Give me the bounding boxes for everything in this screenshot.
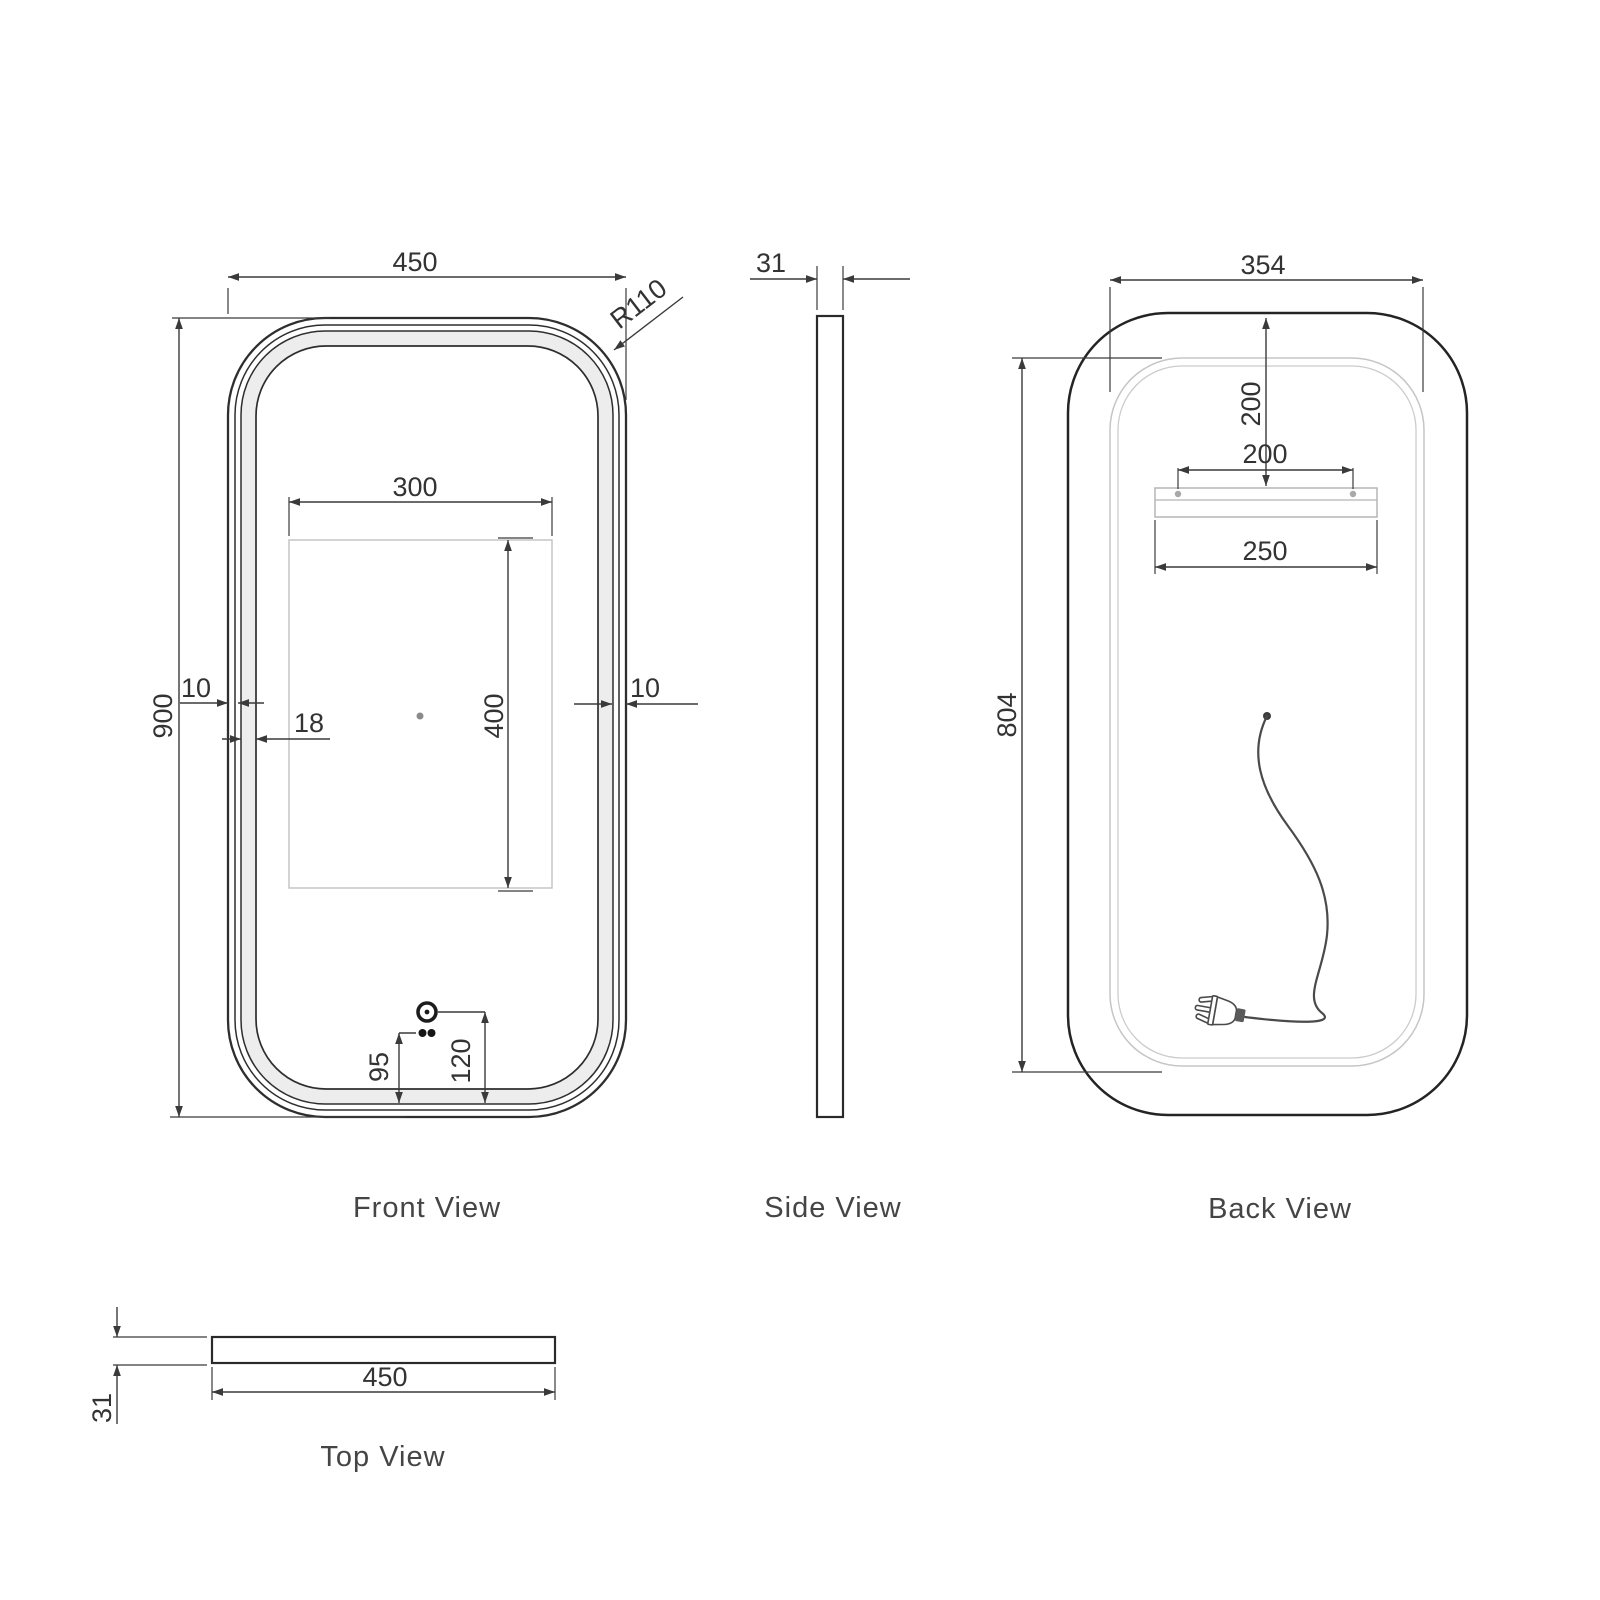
back-width-dimension: 354 <box>1109 250 1424 392</box>
side-profile-outline <box>815 314 845 1119</box>
top-depth-dimension: 31 <box>87 1307 207 1424</box>
dim-sensor-b: 120 <box>446 1038 476 1083</box>
mounting-bracket <box>1154 487 1378 518</box>
dim-front-width: 450 <box>392 247 437 277</box>
side-view-drawing: 31 Side View <box>750 248 910 1224</box>
front-width-dimension: 450 <box>227 247 627 400</box>
dim-top-depth: 31 <box>87 1393 117 1423</box>
front-height-dimension: 900 <box>148 317 405 1118</box>
dim-back-top-offset: 200 <box>1236 381 1266 426</box>
front-frame-right-dimension: 10 <box>574 673 698 708</box>
front-center-mark <box>416 712 424 720</box>
side-view-label: Side View <box>764 1192 901 1224</box>
power-cord <box>1194 712 1329 1026</box>
dim-back-width: 354 <box>1240 250 1285 280</box>
front-sensor-a-dimension: 95 <box>364 1032 416 1103</box>
front-view-label: Front View <box>353 1192 501 1224</box>
front-view-drawing: 450 R110 900 10 18 1 <box>148 247 698 1224</box>
front-frame-line-2 <box>234 324 620 1111</box>
dim-frame-left: 10 <box>181 673 211 703</box>
dim-top-width: 450 <box>362 1362 407 1392</box>
back-view-drawing: 354 200 200 250 804 <box>992 250 1469 1225</box>
back-hole-spacing-dimension: 200 <box>1177 439 1354 489</box>
top-view-drawing: 450 31 Top View <box>87 1307 557 1473</box>
power-plug-icon <box>1194 994 1246 1026</box>
back-bracket-width-dimension: 250 <box>1154 520 1378 574</box>
bracket-hole-left <box>1174 490 1182 498</box>
dim-front-height: 900 <box>148 693 178 738</box>
front-led-width-dimension: 300 <box>288 472 553 536</box>
back-top-offset-dimension: 200 <box>1236 318 1270 486</box>
dim-side-depth: 31 <box>756 248 786 278</box>
back-view-label: Back View <box>1208 1193 1352 1225</box>
touch-sensor-icon <box>416 1001 438 1023</box>
front-led-height-dimension: 400 <box>479 537 533 892</box>
front-sensor-b-dimension: 120 <box>438 1011 489 1103</box>
dim-hole-spacing: 200 <box>1242 439 1287 469</box>
top-width-dimension: 450 <box>211 1362 556 1400</box>
dim-frame-right: 10 <box>630 673 660 703</box>
front-backlight-zone <box>288 539 553 889</box>
side-depth-dimension: 31 <box>750 248 910 310</box>
dim-led-height: 400 <box>479 693 509 738</box>
back-height-dimension: 804 <box>992 357 1162 1073</box>
demister-dots-icon <box>418 1029 436 1037</box>
dim-front-radius: R110 <box>605 273 673 335</box>
bracket-hole-right <box>1349 490 1357 498</box>
front-inset-dimension: 18 <box>222 708 330 743</box>
top-profile-outline <box>210 1335 557 1365</box>
front-frame-left-dimension: 10 <box>180 673 264 707</box>
dim-bracket-width: 250 <box>1242 536 1287 566</box>
dim-sensor-a: 95 <box>364 1052 394 1082</box>
top-view-label: Top View <box>320 1441 445 1473</box>
dim-back-height: 804 <box>992 692 1022 737</box>
front-radius-dimension: R110 <box>605 273 684 351</box>
dim-inset: 18 <box>294 708 324 738</box>
dim-led-width: 300 <box>392 472 437 502</box>
front-inner-outline <box>255 345 599 1090</box>
